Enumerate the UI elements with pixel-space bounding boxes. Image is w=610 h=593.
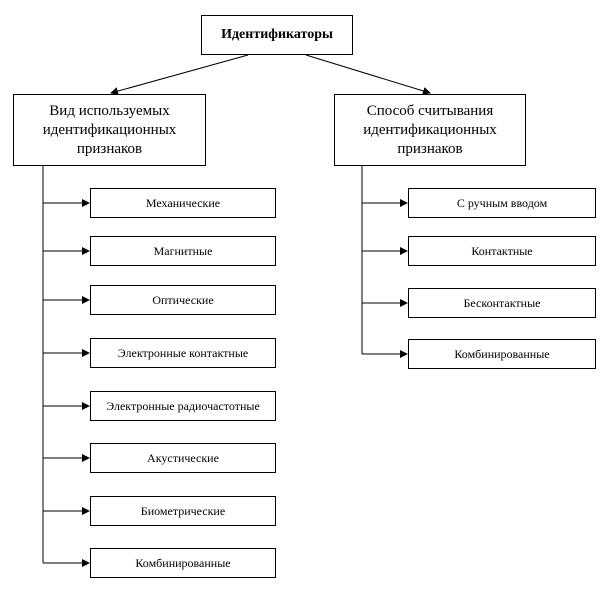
category-identification-features: Вид используемых идентификационных призн… (13, 94, 206, 166)
left-item-electronic-rf: Электронные радиочастотные (90, 391, 276, 421)
left-item-label: Оптические (152, 292, 214, 307)
right-item-combined: Комбинированные (408, 339, 596, 369)
left-item-optical: Оптические (90, 285, 276, 315)
right-item-label: С ручным вводом (456, 195, 548, 210)
right-item-label: Контактные (471, 243, 533, 258)
left-item-label: Электронные радиочастотные (106, 398, 260, 413)
left-item-biometric: Биометрические (90, 496, 276, 526)
left-item-label: Комбинированные (135, 555, 231, 570)
arrow-root-to-right-category (305, 54, 431, 95)
left-item-label: Биометрические (140, 503, 226, 518)
arrow-root-to-left-category (110, 54, 249, 95)
left-item-label: Акустические (147, 450, 219, 465)
left-item-label: Механические (145, 195, 221, 210)
right-item-label: Комбинированные (454, 346, 550, 361)
left-item-electronic-contact: Электронные контактные (90, 338, 276, 368)
left-item-acoustic: Акустические (90, 443, 276, 473)
left-item-label: Магнитные (153, 243, 213, 258)
left-item-label: Электронные контактные (117, 345, 249, 360)
left-item-mechanical: Механические (90, 188, 276, 218)
left-item-magnetic: Магнитные (90, 236, 276, 266)
category-right-label: Способ считывания идентификационных приз… (363, 102, 497, 157)
root-node-label: Идентификаторы (221, 27, 333, 42)
category-reading-method: Способ считывания идентификационных приз… (334, 94, 526, 166)
left-item-combined: Комбинированные (90, 548, 276, 578)
right-item-contact: Контактные (408, 236, 596, 266)
right-item-manual-input: С ручным вводом (408, 188, 596, 218)
category-left-label: Вид используемых идентификационных призн… (42, 102, 177, 157)
root-node: Идентификаторы (201, 15, 353, 55)
right-item-contactless: Бесконтактные (408, 288, 596, 318)
right-item-label: Бесконтактные (463, 295, 541, 310)
